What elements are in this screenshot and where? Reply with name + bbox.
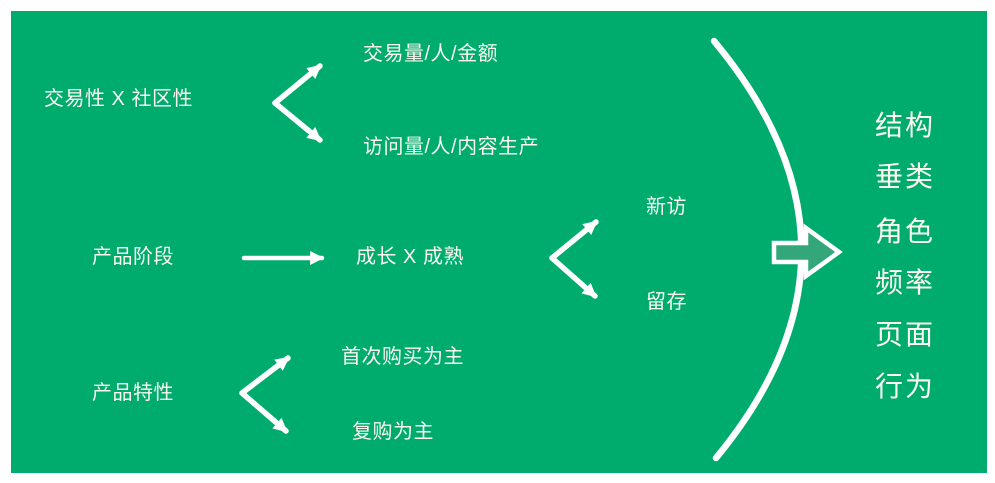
output-dimension-frequency: 频率 bbox=[875, 267, 936, 298]
output-dimension-structure: 结构 bbox=[875, 110, 936, 141]
node-row2-label: 产品阶段 bbox=[92, 246, 174, 268]
node-row2-branch1: 新访 bbox=[646, 196, 687, 218]
node-row2-stage: 成长 X 成熟 bbox=[356, 246, 464, 268]
node-row2-branch2: 留存 bbox=[646, 291, 687, 313]
node-row3-branch2: 复购为主 bbox=[352, 421, 434, 443]
output-dimension-vertical: 垂类 bbox=[875, 161, 936, 192]
output-dimension-behavior: 行为 bbox=[875, 371, 936, 402]
output-dimension-page: 页面 bbox=[875, 319, 936, 350]
node-row1-branch1: 交易量/人/金额 bbox=[363, 43, 499, 65]
node-row3-branch1: 首次购买为主 bbox=[341, 346, 464, 368]
node-row1-branch2: 访问量/人/内容生产 bbox=[363, 136, 540, 158]
node-row3-label: 产品特性 bbox=[92, 382, 174, 404]
node-row1-label: 交易性 X 社区性 bbox=[44, 88, 193, 110]
output-dimension-role: 角色 bbox=[875, 216, 936, 247]
